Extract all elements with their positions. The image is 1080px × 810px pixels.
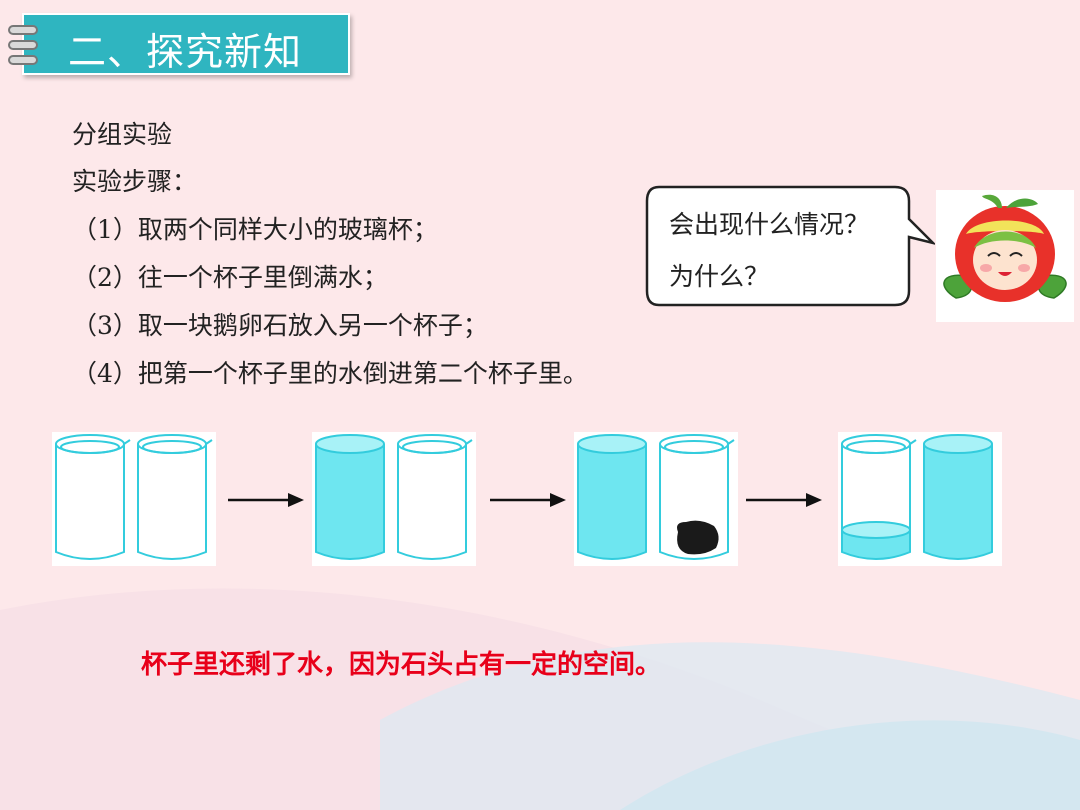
speech-bubble: 会出现什么情况？ 为什么？: [645, 185, 935, 307]
pebble-icon: [677, 520, 719, 555]
bubble-why: 为什么？: [669, 262, 770, 291]
stage1-two-empty-cups: [52, 432, 216, 566]
step-2: （2）往一个杯子里倒满水；: [72, 263, 388, 292]
step-3: （3）取一块鹅卵石放入另一个杯子；: [72, 311, 488, 340]
binder-ring-icon: [8, 55, 38, 65]
step-1: （1）取两个同样大小的玻璃杯；: [72, 215, 438, 244]
right-arrow-icon: [746, 493, 822, 507]
stage4-leftover-water-and-full-cup: [838, 432, 1002, 566]
binder-ring-icon: [8, 40, 38, 50]
section-title: 二、探究新知: [68, 30, 303, 74]
conclusion-text: 杯子里还剩了水，因为石头占有一定的空间。: [141, 650, 662, 680]
step-4: （4）把第一个杯子里的水倒进第二个杯子里。: [72, 359, 588, 388]
right-arrow-icon: [228, 493, 304, 507]
binder-ring-icon: [8, 25, 38, 35]
right-arrow-icon: [490, 493, 566, 507]
section-header: 二、探究新知: [8, 13, 350, 75]
apple-girl-mascot-icon: [936, 190, 1074, 322]
stage2-full-and-empty-cup: [312, 432, 476, 566]
stage3-full-cup-and-stone-cup: [574, 432, 738, 566]
steps-heading: 实验步骤：: [72, 167, 198, 196]
bubble-question: 会出现什么情况？: [669, 210, 870, 239]
experiment-heading: 分组实验: [72, 120, 173, 149]
